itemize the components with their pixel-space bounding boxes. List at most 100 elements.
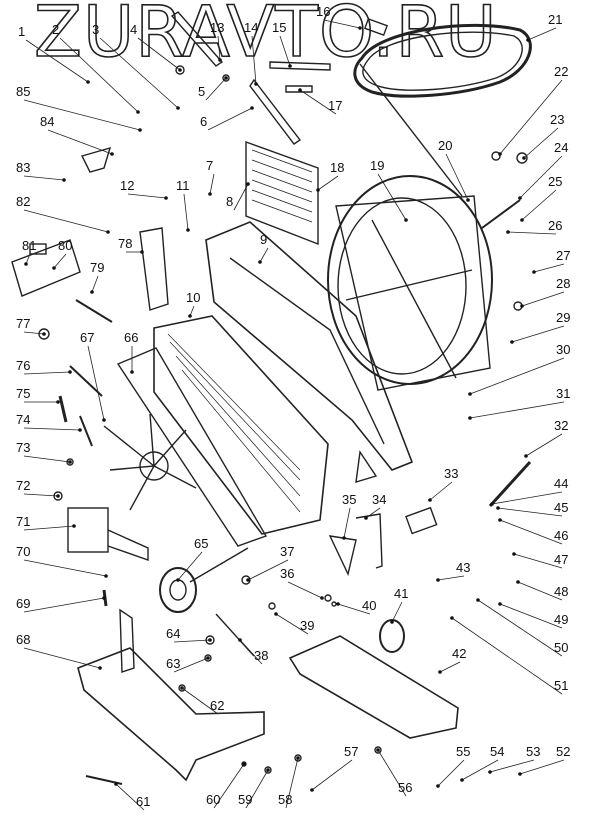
leader-dot-28 (520, 304, 524, 308)
leader-dot-80 (52, 266, 56, 270)
leader-dot-29 (510, 340, 514, 344)
leader-dot-23 (522, 156, 526, 160)
leader-dot-50 (476, 598, 480, 602)
leader-line-22 (499, 79, 563, 155)
callout-4: 4 (130, 22, 137, 37)
leader-line-44 (491, 491, 563, 505)
leader-line-63 (173, 657, 209, 673)
callout-81: 81 (22, 238, 36, 253)
leader-line-24 (519, 155, 563, 199)
leader-line-30 (469, 357, 565, 395)
leader-dot-49 (498, 602, 502, 606)
callout-51: 51 (554, 678, 568, 693)
leader-line-29 (511, 325, 565, 343)
part-23 (516, 152, 528, 164)
leader-line-31 (469, 401, 565, 419)
leader-dot-54 (460, 778, 464, 782)
callout-50: 50 (554, 640, 568, 655)
callout-49: 49 (554, 612, 568, 627)
leader-dot-64 (208, 638, 212, 642)
leader-line-48 (517, 581, 563, 601)
tension-rod (359, 63, 463, 197)
callout-85: 85 (16, 84, 30, 99)
callout-59: 59 (238, 792, 252, 807)
leader-dot-83 (62, 178, 66, 182)
leader-line-6 (207, 107, 253, 131)
callout-70: 70 (16, 544, 30, 559)
leader-line-12 (127, 193, 167, 199)
leader-dot-68 (98, 666, 102, 670)
leader-dot-58 (296, 756, 300, 760)
leader-dot-18 (316, 188, 320, 192)
callout-52: 52 (556, 744, 570, 759)
callout-53: 53 (526, 744, 540, 759)
bottom-frame (288, 635, 459, 739)
part-16 (363, 17, 389, 37)
leader-dot-47 (512, 552, 516, 556)
leader-line-68 (23, 647, 101, 669)
callout-82: 82 (16, 194, 30, 209)
callout-6: 6 (200, 114, 207, 129)
bar-76 (69, 365, 103, 397)
callout-7: 7 (206, 158, 213, 173)
callout-55: 55 (456, 744, 470, 759)
callout-62: 62 (210, 698, 224, 713)
leader-line-40 (337, 603, 371, 615)
callout-39: 39 (300, 618, 314, 633)
leader-dot-84 (110, 152, 114, 156)
leader-dot-22 (498, 152, 502, 156)
leader-line-28 (521, 291, 565, 307)
leader-dot-27 (532, 270, 536, 274)
strip-79 (75, 299, 113, 323)
leader-line-26 (507, 231, 557, 235)
callout-56: 56 (398, 780, 412, 795)
leader-line-13 (217, 35, 221, 61)
callout-63: 63 (166, 656, 180, 671)
leader-line-11 (183, 193, 189, 231)
leader-line-45 (497, 507, 563, 517)
motor (405, 506, 438, 535)
bar-75 (58, 395, 68, 423)
leader-dot-65 (176, 578, 180, 582)
leader-line-33 (429, 481, 453, 501)
bracket-35 (328, 535, 357, 577)
leader-dot-59 (266, 768, 270, 772)
washer-5 (222, 74, 230, 82)
leader-line-82 (23, 209, 109, 233)
leader-line-1 (25, 39, 89, 83)
spring-38 (215, 613, 255, 657)
leader-line-53 (489, 759, 535, 773)
leader-line-14 (251, 35, 257, 85)
leader-line-35 (343, 507, 351, 539)
callout-31: 31 (556, 386, 570, 401)
callout-28: 28 (556, 276, 570, 291)
leader-line-36 (287, 581, 323, 599)
leader-dot-7 (208, 192, 212, 196)
leader-dot-4 (178, 68, 182, 72)
callout-73: 73 (16, 440, 30, 455)
leader-line-16 (323, 19, 361, 29)
leader-dot-41 (390, 620, 394, 624)
condenser-core (245, 141, 319, 246)
drive-belt (353, 23, 532, 98)
leader-dot-33 (428, 498, 432, 502)
leader-line-77 (23, 331, 45, 335)
callout-36: 36 (280, 566, 294, 581)
callout-33: 33 (444, 466, 458, 481)
shroud-plate (116, 347, 268, 547)
callout-58: 58 (278, 792, 292, 807)
part-40 (331, 601, 337, 607)
leader-dot-11 (186, 228, 190, 232)
leader-line-60 (213, 763, 245, 809)
leader-dot-2 (136, 110, 140, 114)
leader-dot-85 (138, 128, 142, 132)
leader-line-83 (23, 175, 65, 181)
callout-24: 24 (554, 140, 568, 155)
leader-line-62 (181, 687, 219, 715)
leader-dot-52 (518, 772, 522, 776)
part-60 (241, 761, 247, 767)
callout-42: 42 (452, 646, 466, 661)
callout-40: 40 (362, 598, 376, 613)
leader-dot-13 (218, 58, 222, 62)
